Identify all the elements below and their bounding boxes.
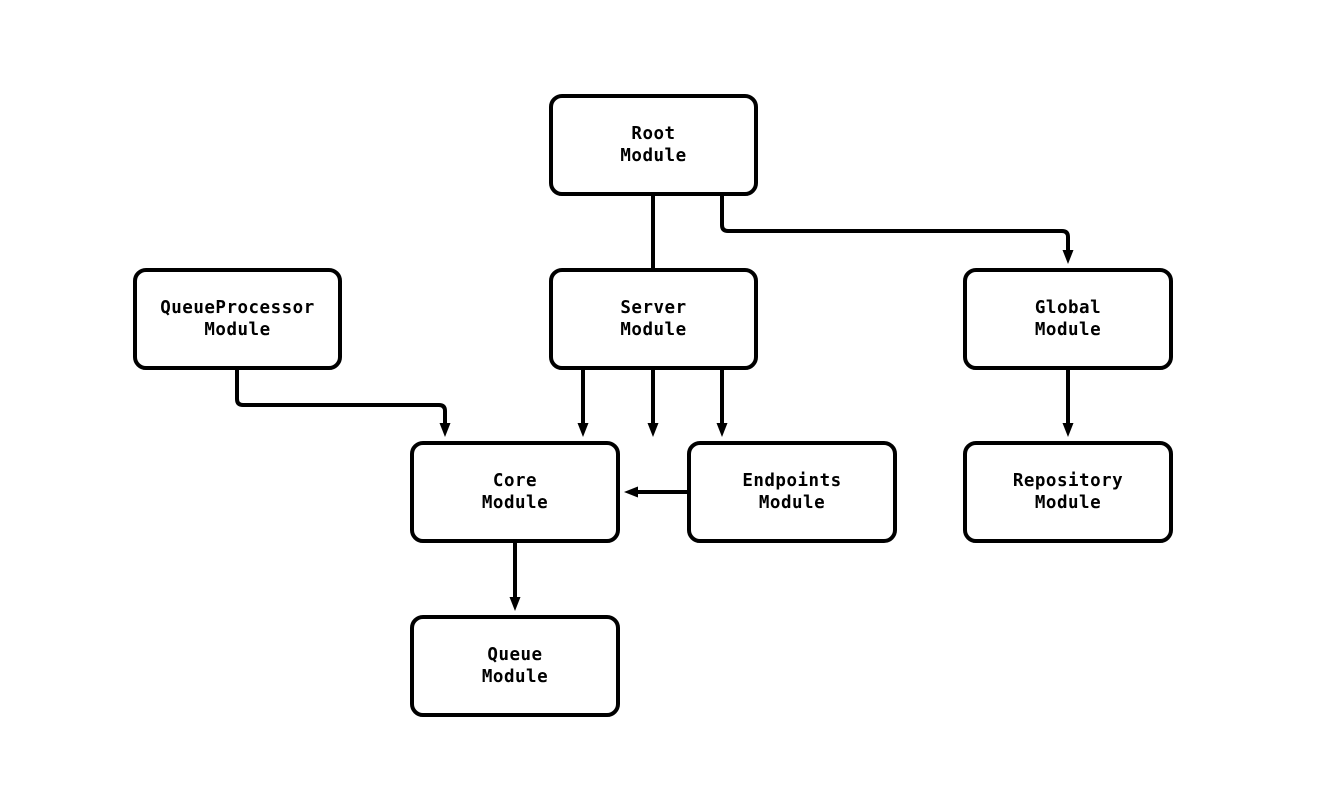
node-label-name: Repository: [1012, 471, 1124, 491]
node-label-suffix: Module: [1034, 320, 1102, 340]
node-label-suffix: Module: [620, 320, 687, 340]
node-label-name: QueueProcessor: [160, 298, 315, 318]
node-label-name: Endpoints: [742, 471, 842, 491]
node-label-name: Global: [1034, 298, 1102, 318]
node-label-suffix: Module: [204, 320, 271, 340]
node-label-suffix: Module: [758, 493, 826, 513]
edge-root-global: [720, 196, 1074, 264]
node-label-name: Root: [631, 124, 676, 144]
node-label-suffix: Module: [620, 146, 687, 166]
node-label-suffix: Module: [481, 667, 549, 687]
node-label-suffix: Module: [1034, 493, 1102, 513]
edge-queueprocessor-core: [235, 370, 451, 437]
node-label-suffix: Module: [481, 493, 549, 513]
node-label-name: Server: [620, 298, 687, 318]
node-label-name: Queue: [487, 645, 543, 665]
node-label-name: Core: [492, 471, 538, 491]
